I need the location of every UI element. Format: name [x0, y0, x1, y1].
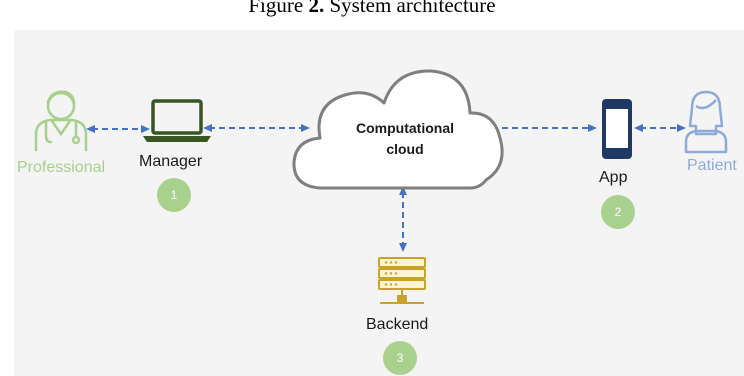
connectors: [92, 127, 680, 247]
figure-caption: Figure 2. System architecture: [248, 0, 496, 17]
arrowheads: [86, 124, 686, 252]
badge-backend: 3: [383, 341, 417, 375]
cloud-icon: [292, 69, 504, 190]
cloud-label: Computational cloud: [325, 118, 485, 160]
laptop-icon: [143, 99, 211, 142]
server-icon: [378, 257, 426, 304]
patient-icon: [684, 90, 728, 154]
patient-label: Patient: [687, 157, 737, 174]
backend-label: Backend: [366, 316, 429, 333]
cloud-label-line2: cloud: [386, 141, 424, 157]
badge-manager: 1: [157, 178, 191, 212]
cloud-label-line1: Computational: [356, 120, 454, 136]
app-label: App: [599, 169, 628, 186]
server-leds: [384, 261, 398, 286]
badge-app: 2: [601, 195, 635, 229]
smartphone-icon: [602, 99, 632, 159]
professional-label: Professional: [17, 159, 106, 176]
doctor-icon: [34, 90, 88, 152]
manager-label: Manager: [139, 153, 203, 170]
